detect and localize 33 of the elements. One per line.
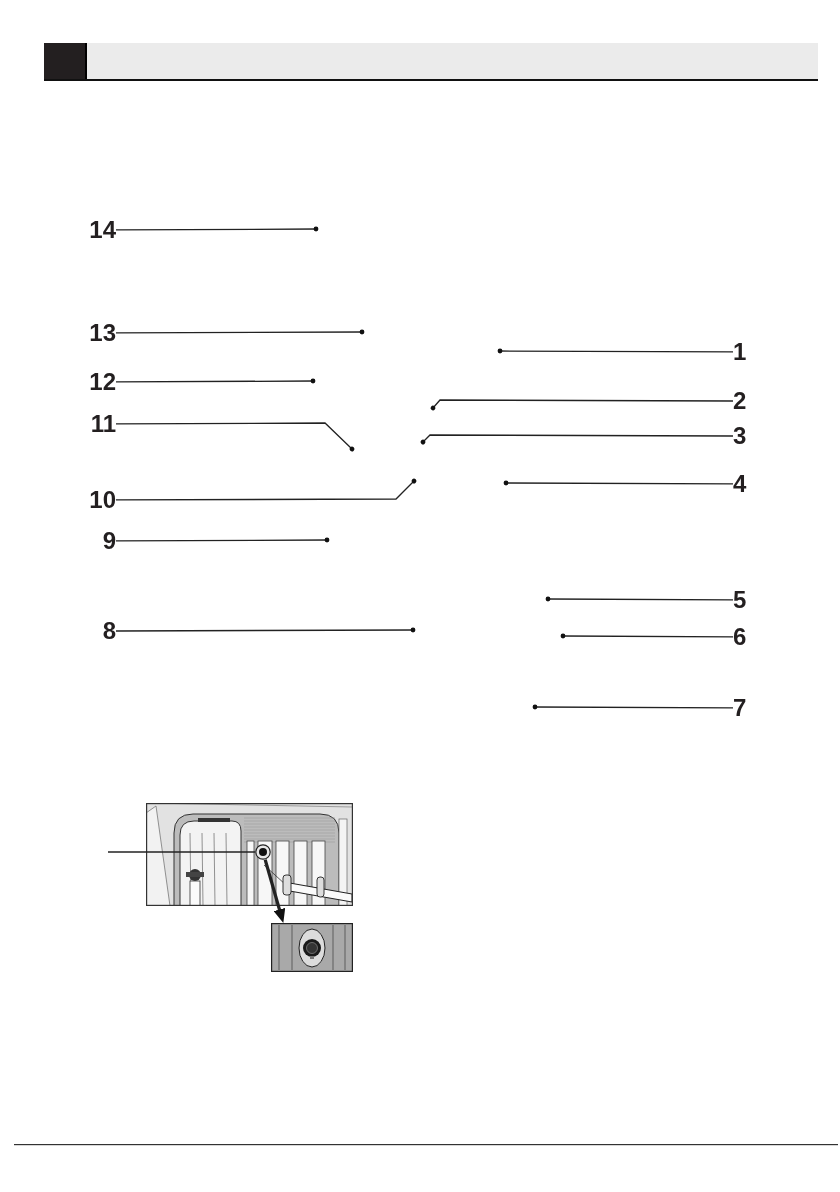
callout-number: 7 (733, 696, 747, 720)
callout-number: 3 (733, 424, 747, 448)
callout-number: 12 (89, 370, 116, 394)
leader-line (560, 633, 734, 639)
callout-number: 14 (89, 218, 116, 242)
leader-line (107, 851, 256, 853)
leader-line (430, 399, 734, 411)
leader-line (115, 226, 319, 232)
leader-line (115, 422, 355, 452)
callout-number: 2 (733, 389, 747, 413)
leader-line (497, 348, 734, 354)
leader-line (115, 537, 330, 543)
callout-number: 13 (89, 321, 116, 345)
round-hole (255, 844, 271, 860)
callout-number: 9 (102, 529, 116, 553)
arrow (263, 859, 286, 923)
leader-line (420, 434, 734, 445)
callout-number: 5 (733, 588, 747, 612)
leader-line (115, 378, 316, 384)
leader-line (545, 596, 734, 602)
closeup-inset-drawing (271, 923, 353, 972)
callout-number: 10 (89, 488, 116, 512)
callout-number: 6 (733, 625, 747, 649)
leader-line (532, 704, 734, 710)
leader-line (503, 480, 734, 486)
callout-number: 8 (102, 619, 116, 643)
callout-number: 1 (733, 340, 747, 364)
callout-number: 11 (90, 412, 116, 436)
leader-line (115, 478, 417, 501)
leader-line (115, 627, 416, 633)
leader-line (115, 329, 365, 335)
callout-number: 4 (733, 472, 747, 496)
appliance-interior-drawing (146, 803, 353, 906)
